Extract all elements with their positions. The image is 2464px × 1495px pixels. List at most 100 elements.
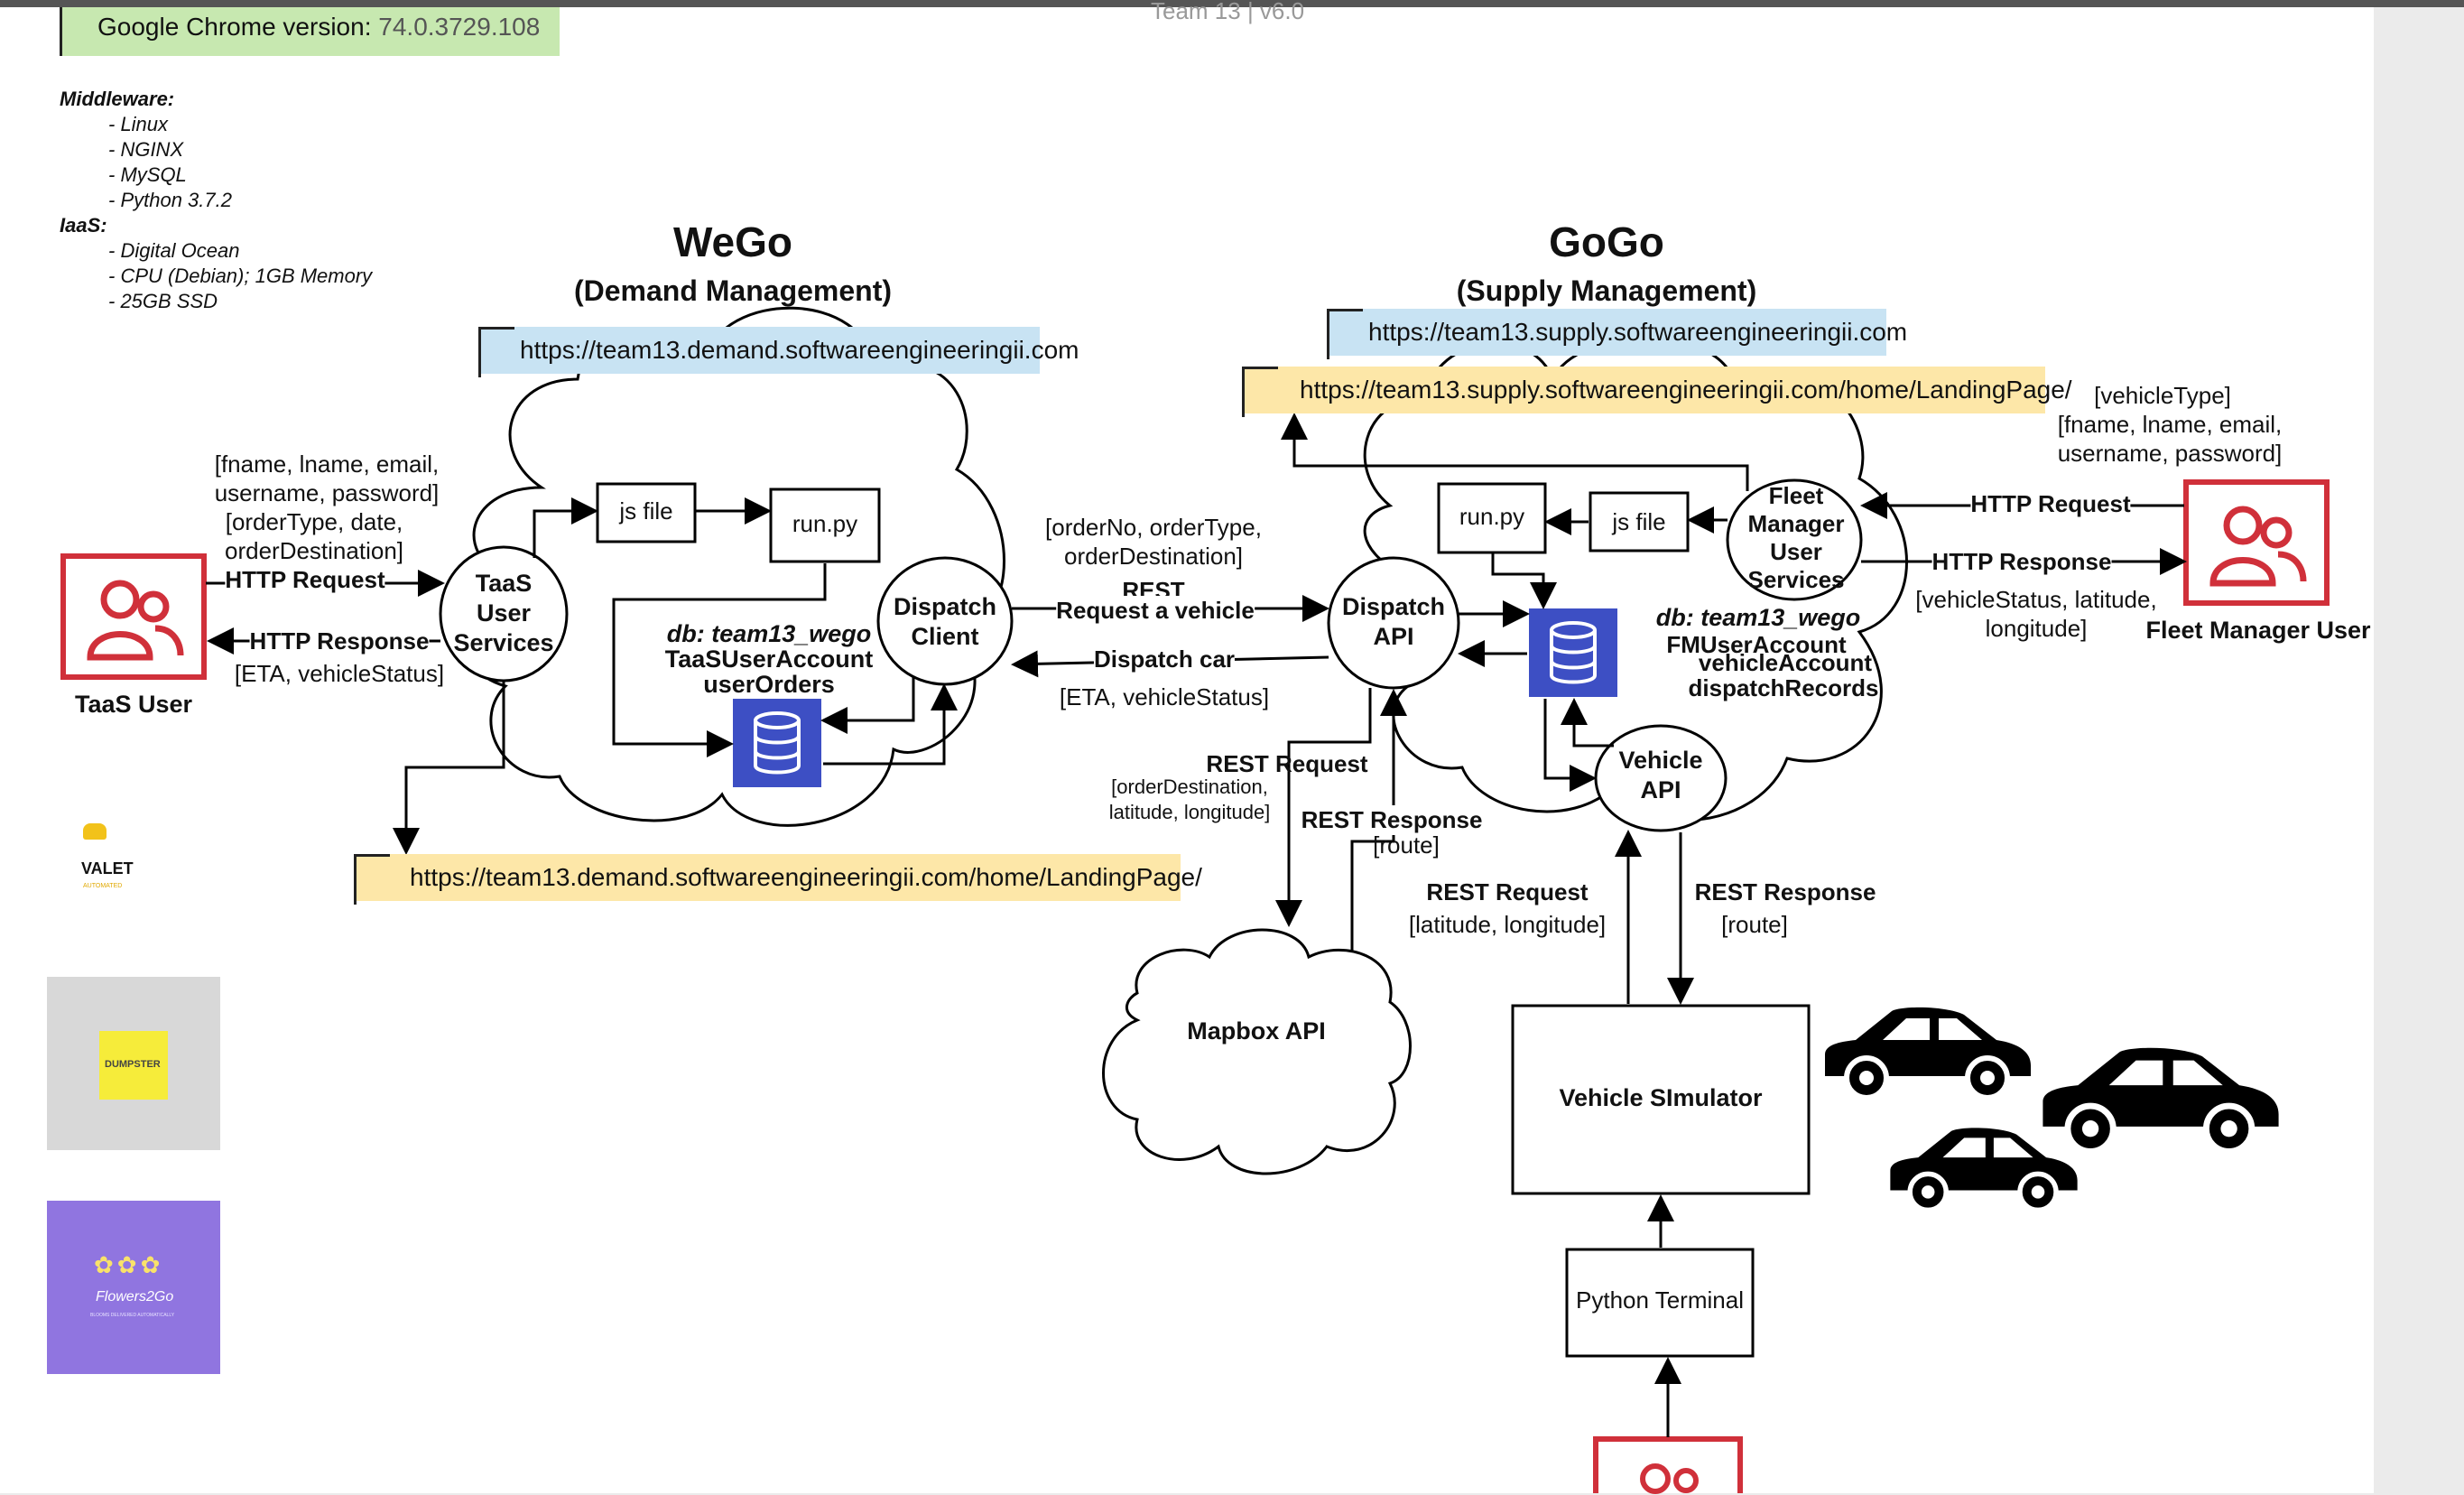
database-icon xyxy=(1550,621,1597,684)
link-api-to-mapbox xyxy=(1275,688,1372,927)
middleware-item: - Python 3.7.2 xyxy=(108,189,232,211)
dumpster-logo: DUMPSTER xyxy=(47,977,220,1150)
url-box-flag xyxy=(1327,309,1363,359)
taas-user-frame xyxy=(60,553,207,680)
fleet-http-response-label: HTTP Response xyxy=(1931,547,2112,577)
wego-url: https://team13.demand.softwareengineerin… xyxy=(520,336,1079,364)
flowers-logo: ✿✿✿ Flowers2Go BLOOMS DELIVERED AUTOMATI… xyxy=(47,1201,220,1374)
dispatch-api-label: Dispatch API xyxy=(1342,592,1445,652)
gogo-title: GoGo xyxy=(1549,218,1664,265)
taas-response-fields: [ETA, vehicleStatus] xyxy=(234,660,445,687)
link-fm-to-landing xyxy=(1281,413,1749,491)
vehicle-simulator-box xyxy=(1511,1004,1811,1195)
car-icon xyxy=(2043,1047,2279,1155)
middleware-title: Middleware: xyxy=(60,88,175,110)
valet-logo-subtext: AUTOMATED xyxy=(83,883,123,889)
dispatch-client-label: Dispatch Client xyxy=(894,592,996,652)
taas-http-response-label: HTTP Response xyxy=(249,627,430,656)
wego-db-table: userOrders xyxy=(703,671,835,698)
vehicle-api-label: Vehicle API xyxy=(1618,746,1702,805)
user-group-icon xyxy=(1640,1463,1699,1494)
taas-user-field: [orderType, date, xyxy=(225,508,403,535)
user-group-icon xyxy=(87,580,184,661)
gogo-run-py-box xyxy=(1437,482,1547,554)
mapbox-rest-response-label: REST Response xyxy=(1301,805,1483,835)
middleware-item: - MySQL xyxy=(108,163,187,186)
dispatch-api-line: API xyxy=(1373,623,1414,650)
python-terminal-label: Python Terminal xyxy=(1576,1286,1744,1314)
dispatch-api-node xyxy=(1327,556,1460,690)
dumpster-logo-badge: DUMPSTER xyxy=(99,1031,168,1100)
request-vehicle-label: Request a vehicle xyxy=(1056,596,1255,626)
fm-services-line: Services xyxy=(1747,566,1845,593)
link-services-to-js xyxy=(533,497,598,558)
car-icon xyxy=(83,823,107,840)
wego-subtitle: (Demand Management) xyxy=(573,274,893,307)
link-run-to-db xyxy=(612,563,827,757)
dumpster-logo-text: DUMPSTER xyxy=(105,1059,161,1070)
dispatch-car-label: Dispatch car xyxy=(1093,645,1236,674)
wego-landing-url: https://team13.demand.softwareengineerin… xyxy=(410,863,1202,891)
gogo-db-table: dispatchRecords xyxy=(1688,674,1879,701)
user-group-icon xyxy=(2209,506,2307,587)
link-client-to-db xyxy=(820,677,915,734)
iaas-title: IaaS: xyxy=(60,214,107,237)
mapbox-label: Mapbox API xyxy=(1187,1017,1326,1045)
dispatch-client-line: Client xyxy=(911,623,979,650)
chrome-version-value: 74.0.3729.108 xyxy=(378,13,541,41)
sim-route-label: [route] xyxy=(1721,911,1788,938)
iaas-item: - 25GB SSD xyxy=(108,290,218,312)
gogo-db-table: FMUserAccount xyxy=(1666,631,1847,658)
fm-services-label: Fleet Manager User Services xyxy=(1748,482,1845,594)
fm-services-line: User xyxy=(1770,538,1822,565)
gogo-db-name: db: team13_wego xyxy=(1655,604,1861,631)
wego-run-py-label: run.py xyxy=(792,510,858,537)
gogo-landing-url: https://team13.supply.softwareengineerin… xyxy=(1300,376,2072,404)
fleet-user-label: Fleet Manager User xyxy=(2145,617,2371,644)
taas-services-line: TaaS xyxy=(475,570,533,597)
taas-user-field: username, password] xyxy=(214,479,440,506)
wego-db-name: db: team13_wego xyxy=(666,620,872,647)
wego-run-py-box xyxy=(769,488,881,563)
wego-js-file-label: js file xyxy=(619,497,673,525)
taas-services-line: Services xyxy=(453,629,554,656)
fleet-user-field: [vehicleType] xyxy=(2094,382,2231,409)
fm-services-line: Fleet xyxy=(1768,482,1824,509)
car-icon xyxy=(1825,1007,2031,1100)
wego-landing-url-box: https://team13.demand.softwareengineerin… xyxy=(354,854,1202,905)
fleet-response-field: [vehicleStatus, latitude, xyxy=(1915,586,2157,613)
taas-user-label: TaaS User xyxy=(74,691,193,718)
fleet-user-field: username, password] xyxy=(2057,440,2283,467)
mapbox-route-label: [route] xyxy=(1373,831,1440,859)
gogo-js-file-label: js file xyxy=(1612,508,1666,535)
taas-http-request-label: HTTP Request xyxy=(225,565,385,595)
taas-services-label: TaaS User Services xyxy=(453,569,553,658)
gogo-run-py-label: run.py xyxy=(1459,503,1525,530)
dispatch-api-line: Dispatch xyxy=(1341,593,1446,620)
fleet-response-field: longitude] xyxy=(1985,615,2088,642)
fleet-manager-services-node xyxy=(1726,478,1863,601)
taas-user-field: orderDestination] xyxy=(225,537,403,564)
mapbox-request-field: [orderDestination, xyxy=(1111,775,1268,798)
python-terminal-box xyxy=(1565,1248,1755,1358)
car-icon xyxy=(1890,1128,2078,1213)
chrome-version-label: Google Chrome version: xyxy=(97,13,372,41)
flower-icon: ✿✿✿ xyxy=(94,1251,164,1278)
gogo-subtitle: (Supply Management) xyxy=(1456,274,1757,307)
link-run-to-db-gogo xyxy=(1491,552,1557,609)
mapbox-cloud-shape xyxy=(1102,928,1412,1175)
vehicle-api-line: Vehicle xyxy=(1618,747,1703,774)
fleet-http-request-label: HTTP Request xyxy=(1970,489,2131,519)
flowers-logo-subtext: BLOOMS DELIVERED AUTOMATICALLY xyxy=(90,1313,175,1318)
gogo-url: https://team13.supply.softwareengineerin… xyxy=(1368,318,1908,346)
middleware-item: - Linux xyxy=(108,113,169,135)
taas-user-field: [fname, lname, email, xyxy=(214,450,440,478)
link-db-to-client xyxy=(823,683,958,766)
gogo-js-file-box xyxy=(1589,491,1690,552)
url-box-flag xyxy=(354,854,390,905)
order-fields: [orderNo, orderType, xyxy=(1045,514,1262,541)
fleet-user-field: [fname, lname, email, xyxy=(2057,411,2283,438)
wego-db-table: TaaSUserAccount xyxy=(664,645,874,673)
